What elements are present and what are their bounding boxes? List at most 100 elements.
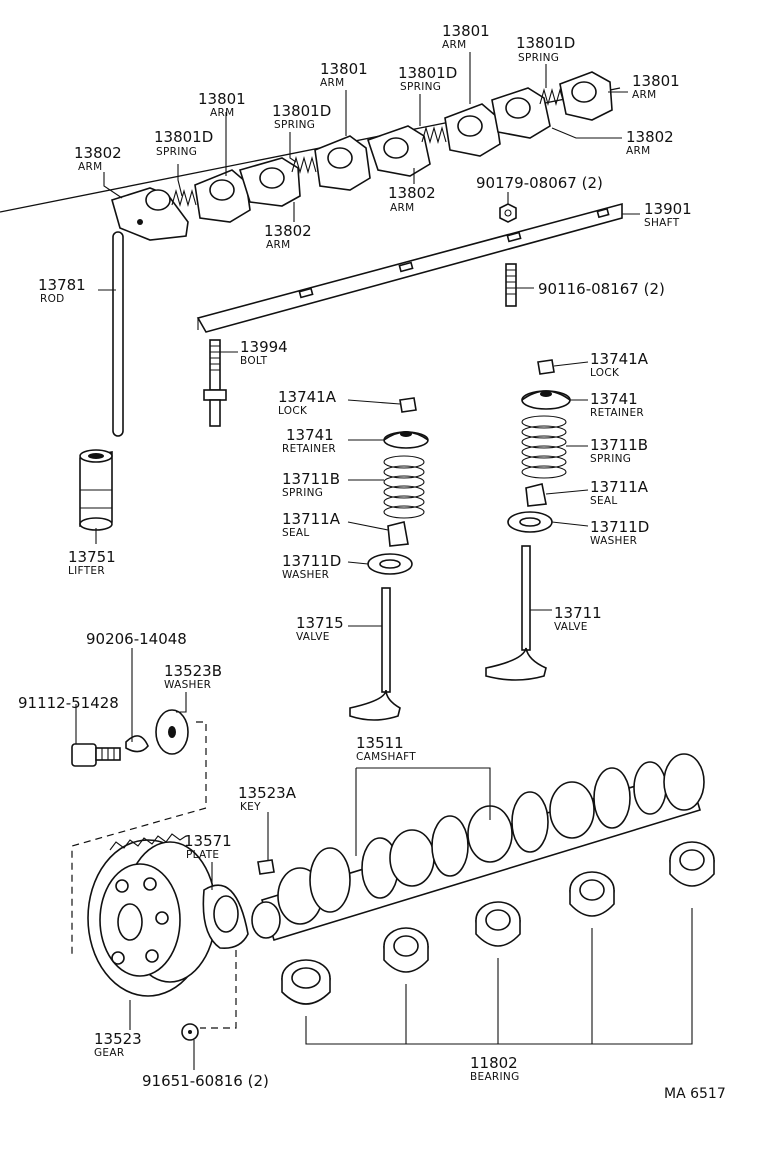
callout-arm-13802-right: 13802 ARM [626,128,674,157]
svg-text:90206-14048: 90206-14048 [86,630,187,648]
svg-text:SEAL: SEAL [282,527,310,539]
valve-washer-left[interactable] [367,553,413,575]
rocker-arm-13801-3[interactable] [444,103,501,157]
valve-lock-right[interactable] [537,359,555,375]
lifter-13751[interactable] [79,449,113,531]
svg-text:13741A: 13741A [278,388,337,406]
svg-text:SPRING: SPRING [590,453,631,465]
svg-text:13802: 13802 [626,128,674,146]
callout-arm-13801-4: 13801 ARM [632,72,680,101]
svg-text:13802: 13802 [388,184,436,202]
svg-text:ARM: ARM [442,39,466,51]
valve-retainer-right[interactable] [521,390,571,410]
callout-arm-13802-2: 13802 ARM [264,222,312,251]
callout-lock-right: 13741A LOCK [590,350,649,379]
rocker-spring-13801d-3[interactable] [421,125,447,145]
callout-lifter-13751: 13751 LIFTER [68,548,116,577]
svg-text:13781: 13781 [38,276,86,294]
rocker-arm-13801-2[interactable] [314,135,371,191]
valve-seal-left[interactable] [387,521,409,547]
svg-text:KEY: KEY [240,801,261,813]
callout-arm-13801-1: 13801 ARM [198,90,246,119]
pin-90206[interactable] [125,735,149,753]
svg-text:13711: 13711 [554,604,602,622]
rocker-arm-13801-4[interactable] [559,71,613,121]
valve-retainer-left[interactable] [383,431,429,449]
valve-seal-right[interactable] [525,483,547,507]
rocker-arm-13802-4[interactable] [491,87,551,139]
nut-90179[interactable] [499,203,517,223]
svg-text:13801: 13801 [442,22,490,40]
svg-text:13711B: 13711B [590,436,648,454]
thrust-plate-13571[interactable] [202,884,249,950]
callout-arm-13802-left: 13802 ARM [74,144,122,173]
svg-text:13711D: 13711D [282,552,341,570]
svg-text:SPRING: SPRING [518,52,559,64]
push-rod-13781[interactable] [112,231,124,437]
bolt-91651[interactable] [181,1023,199,1041]
bearings-11802[interactable] [281,841,715,1005]
svg-text:13801D: 13801D [154,128,213,146]
callout-seal-right: 13711A SEAL [590,478,649,507]
callout-washer-right: 13711D WASHER [590,518,649,547]
svg-text:13801: 13801 [320,60,368,78]
svg-text:GEAR: GEAR [94,1047,124,1059]
bolt-13994[interactable] [203,339,227,427]
callout-key-13523a: 13523A KEY [238,784,297,813]
rocker-shaft-13901[interactable] [196,202,623,333]
svg-text:13523A: 13523A [238,784,297,802]
bolt-91112[interactable] [71,743,121,767]
timing-gear-13523[interactable] [87,833,217,997]
callout-spring-right: 13711B SPRING [590,436,648,465]
svg-text:SPRING: SPRING [400,81,441,93]
svg-text:13711A: 13711A [590,478,649,496]
valve-washer-right[interactable] [507,511,553,533]
rocker-arm-13802-3[interactable] [366,125,431,177]
svg-text:SHAFT: SHAFT [644,217,680,229]
svg-text:VALVE: VALVE [554,621,588,633]
rocker-arm-13802-2[interactable] [238,157,301,207]
svg-text:LOCK: LOCK [278,405,308,417]
rocker-spring-13801d-2[interactable] [291,155,317,175]
camshaft-13511[interactable] [251,753,705,941]
valve-spring-right[interactable] [521,415,567,479]
callout-stud-90116: 90116-08167 (2) [538,280,665,298]
valve-spring-left[interactable] [383,455,425,519]
rocker-spring-13801d-1[interactable] [171,188,197,208]
svg-text:SPRING: SPRING [282,487,323,499]
svg-text:WASHER: WASHER [164,679,211,691]
callout-bearing-11802: 11802 BEARING [470,1054,520,1083]
bearing-5[interactable] [669,841,715,887]
svg-text:13741A: 13741A [590,350,649,368]
svg-text:BEARING: BEARING [470,1071,520,1083]
valve-lock-left[interactable] [399,397,417,413]
svg-text:ARM: ARM [632,89,656,101]
svg-text:13802: 13802 [264,222,312,240]
bearing-1[interactable] [281,959,331,1005]
rocker-arm-13802-left[interactable] [111,187,189,241]
svg-text:13741: 13741 [590,390,638,408]
svg-text:RETAINER: RETAINER [282,443,336,455]
bearing-2[interactable] [383,927,429,973]
valve-right-13711[interactable] [485,545,547,681]
svg-text:91112-51428: 91112-51428 [18,694,119,712]
svg-text:PLATE: PLATE [186,849,219,861]
rocker-spring-13801d-4[interactable] [539,87,565,107]
callout-gear-13523: 13523 GEAR [94,1030,142,1059]
rocker-arm-assembly [0,71,621,241]
bearing-4[interactable] [569,871,615,917]
svg-text:ARM: ARM [78,161,102,173]
callout-arm-13801-2: 13801 ARM [320,60,368,89]
bearing-3[interactable] [475,901,521,947]
stud-90116[interactable] [505,263,517,307]
key-13523a[interactable] [257,859,275,875]
callout-nut-90179: 90179-08067 (2) [476,174,603,192]
svg-text:LIFTER: LIFTER [68,565,105,577]
svg-text:13571: 13571 [184,832,232,850]
valve-left-13715[interactable] [349,587,401,721]
svg-text:WASHER: WASHER [282,569,329,581]
rocker-arm-13801-1[interactable] [194,169,251,223]
callout-washer-left: 13711D WASHER [282,552,341,581]
washer-13523b[interactable] [155,709,189,755]
callout-lock-left: 13741A LOCK [278,388,337,417]
